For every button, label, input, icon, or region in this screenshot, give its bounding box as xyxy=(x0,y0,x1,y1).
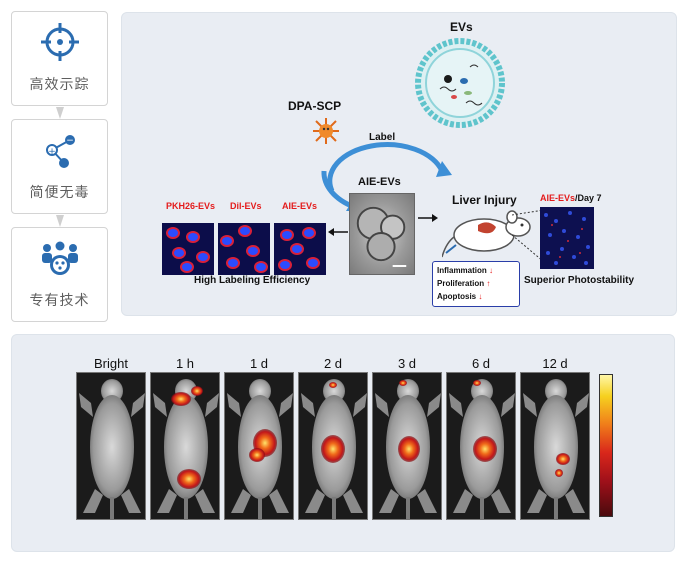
fluorescence-hotspot xyxy=(473,380,481,386)
fluorescence-hotspot xyxy=(473,436,497,462)
fluorescence-thumb xyxy=(274,223,326,275)
fluorescence-hotspot xyxy=(191,386,203,396)
feature-label: 高效示踪 xyxy=(29,77,90,93)
fluorescence-hotspot xyxy=(177,469,201,489)
mouse-image-bright xyxy=(76,372,146,520)
day7-label: AIE-EVs/Day 7 xyxy=(540,193,602,203)
mouse-image-12d xyxy=(520,372,590,520)
aie-evs-label: AIE-EVs xyxy=(358,176,401,188)
mouse-image-1h xyxy=(150,372,220,520)
timepoint-label: 12 d xyxy=(542,356,568,371)
svg-text:−: − xyxy=(66,136,74,146)
feature-card-simple: + − 简便无毒 xyxy=(11,119,108,214)
people-icon xyxy=(42,241,78,275)
mouse-image-3d xyxy=(372,372,442,520)
day7-fluorescence-image xyxy=(540,207,594,269)
mouse-silhouette xyxy=(79,379,145,519)
mouse-silhouette xyxy=(153,379,219,519)
fluorescence-thumb xyxy=(162,223,214,275)
mouse-image-6d xyxy=(446,372,516,520)
fluorescence-hotspot xyxy=(398,436,420,462)
thumb-label-pkh26: PKH26-EVs xyxy=(166,201,216,211)
mouse-silhouette xyxy=(301,379,367,519)
thumb-label-dil: Dil-EVs xyxy=(230,201,262,211)
therapeutic-effects-box: Inflammation ↓ Proliferation ↑ Apoptosis… xyxy=(432,261,520,307)
mouse-image-2d xyxy=(298,372,368,520)
timepoint-label: Bright xyxy=(94,356,128,371)
mouse-silhouette xyxy=(227,379,293,519)
effect-item: Proliferation ↑ xyxy=(437,279,491,288)
connector-arrow-icon xyxy=(56,107,64,119)
photostability-caption: Superior Photostability xyxy=(524,275,635,286)
fluorescence-hotspot xyxy=(171,392,191,406)
dpa-scp-label: DPA-SCP xyxy=(288,99,342,113)
fluorescence-hotspot xyxy=(321,435,345,463)
fluorescence-hotspot xyxy=(249,448,265,462)
timepoint-label: 2 d xyxy=(323,356,343,371)
svg-text:+: + xyxy=(48,147,56,157)
mouse-silhouette xyxy=(375,379,441,519)
effect-item: Apoptosis ↓ xyxy=(437,292,483,301)
mouse-silhouette xyxy=(523,379,589,519)
thumb-label-aie: AIE-EVs xyxy=(282,201,318,211)
timepoint-label: 1 d xyxy=(249,356,269,371)
arrow-right-icon xyxy=(418,214,438,222)
ev-vesicle-icon xyxy=(415,38,505,128)
imaging-panel: Bright 1 h 1 d 2 d 3 d 6 d 12 d xyxy=(11,334,675,552)
mouse-schematic-icon xyxy=(442,210,531,258)
timepoint-label: 6 d xyxy=(471,356,491,371)
label-arrow-text: Label xyxy=(369,132,396,143)
mouse-image-1d xyxy=(224,372,294,520)
feature-label: 简便无毒 xyxy=(29,185,90,201)
intensity-colorbar xyxy=(599,374,613,517)
target-icon xyxy=(41,23,79,61)
molecule-icon: + − xyxy=(46,135,75,168)
timepoint-label: 3 d xyxy=(397,356,417,371)
arrow-left-icon xyxy=(328,228,348,236)
fluorescence-hotspot xyxy=(555,469,563,477)
liver-injury-label: Liver Injury xyxy=(452,193,517,207)
fluorescence-hotspot xyxy=(329,382,337,388)
feature-label: 专有技术 xyxy=(29,293,90,309)
mouse-silhouette xyxy=(449,379,515,519)
fluorescence-hotspot xyxy=(399,380,407,386)
tem-micrograph xyxy=(349,193,415,275)
schematic-panel: EVs DPA-SCP Label AIE-EVs PKH2 xyxy=(121,12,677,316)
effect-item: Inflammation ↓ xyxy=(437,266,494,275)
timepoint-label: 1 h xyxy=(175,356,195,371)
high-labeling-caption: High Labeling Efficiency xyxy=(194,275,311,286)
feature-card-tracking: 高效示踪 xyxy=(11,11,108,106)
evs-label: EVs xyxy=(450,20,473,34)
connector-arrow-icon xyxy=(56,215,64,227)
fluorescence-thumb xyxy=(218,223,270,275)
fluorescence-hotspot xyxy=(556,453,570,465)
dpa-scp-molecule-icon xyxy=(313,118,339,144)
feature-card-proprietary: 专有技术 xyxy=(11,227,108,322)
